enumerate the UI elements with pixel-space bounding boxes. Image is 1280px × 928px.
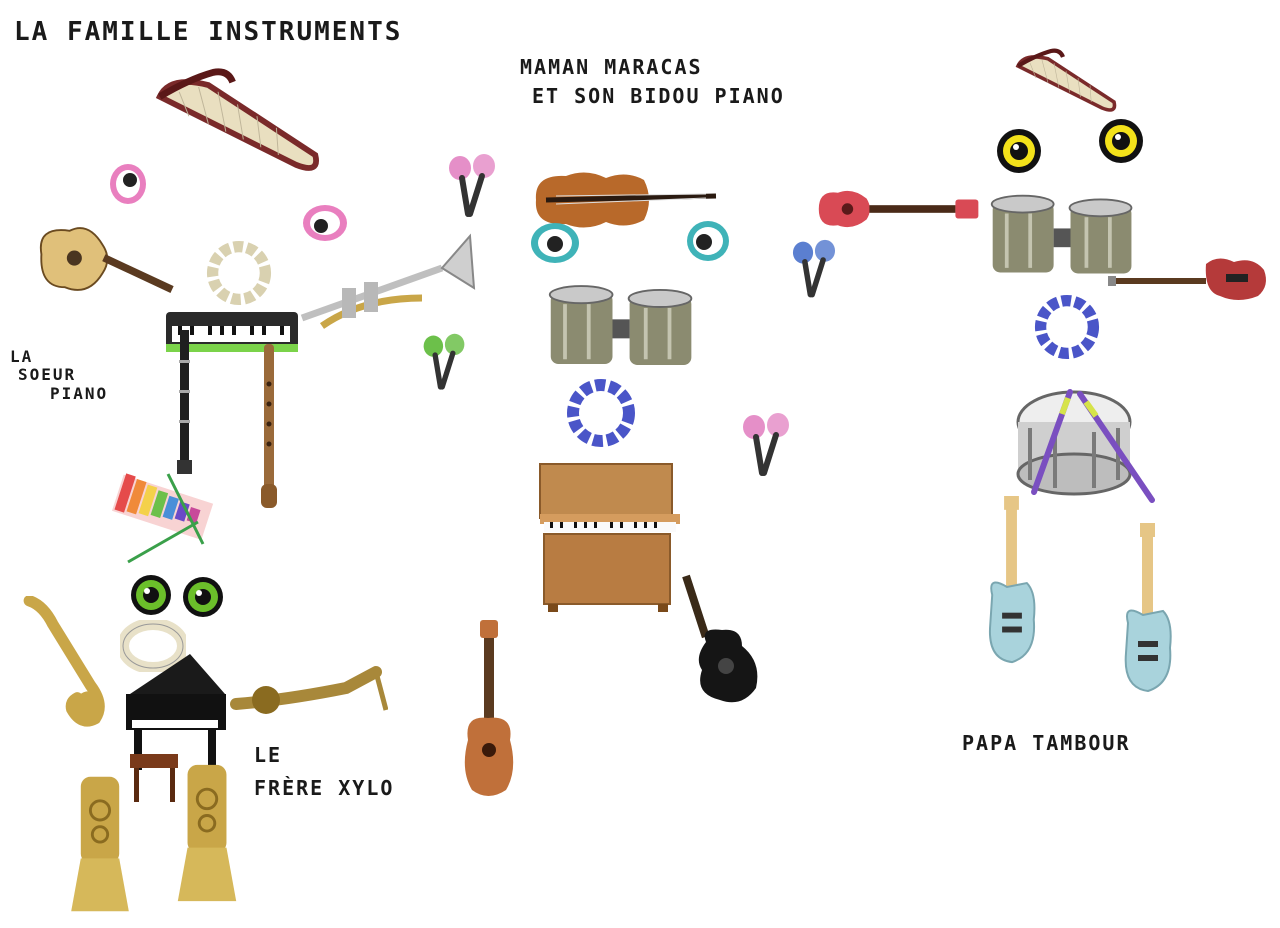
upright-piano: [539, 463, 680, 612]
title-text: LA FAMILLE INSTRUMENTS: [14, 17, 403, 47]
soeur-piano-label: LA SOEUR PIANO: [10, 347, 109, 403]
acoustic-guitar-black: [682, 574, 758, 703]
xylophone: [111, 473, 214, 564]
keyboard-left: [166, 312, 298, 352]
recorder: [261, 344, 277, 508]
maman-maracas-label: MAMAN MARACAS ET SON BIDOU PIANO: [520, 56, 785, 108]
papa-tambour-label: PAPA TAMBOUR: [962, 732, 1131, 755]
electric-guitar-blue-left: [982, 496, 1042, 674]
maracas-pink-top: [442, 152, 502, 222]
eye-teal-right: [687, 221, 729, 261]
electric-guitar-blue-right: [1118, 522, 1178, 704]
tuba-right: [176, 760, 238, 906]
eye-pink-left: [110, 164, 146, 204]
tambourine-blue-right: [1030, 294, 1104, 360]
eye-green-left: [131, 575, 171, 615]
frere-xylo-label: LE FRÈRE XYLO: [254, 744, 394, 800]
maracas-multi-left: [416, 332, 472, 394]
maracas-pink-middle: [736, 410, 796, 482]
bongos-middle: [546, 282, 698, 370]
saxophone-left: [12, 596, 122, 728]
acoustic-guitar-left: [32, 204, 192, 314]
eye-green-right: [183, 577, 223, 617]
tambourine-blue-middle: [566, 378, 636, 448]
tuba-left: [70, 772, 130, 916]
tambourine-cream: [120, 620, 186, 672]
maracas-multi-right: [786, 238, 842, 302]
saxophone-right: [230, 666, 388, 714]
snare-drum: [1016, 389, 1155, 503]
electric-guitar-red: [1108, 258, 1266, 300]
ukulele-standing: [464, 620, 514, 796]
tambourine-white: [204, 240, 274, 306]
clarinet: [177, 330, 192, 474]
frere-line-1: LE: [254, 743, 283, 767]
ukulele-red: [814, 184, 986, 234]
eye-teal-left: [531, 223, 579, 263]
grand-piano: [126, 654, 226, 802]
eye-yellow-right: [1099, 119, 1143, 163]
harp-right: [972, 48, 1160, 114]
papa-text: PAPA TAMBOUR: [962, 731, 1131, 755]
soeur-line-3: PIANO: [50, 383, 109, 403]
maman-line-1: MAMAN MARACAS: [520, 55, 703, 79]
soeur-line-2: SOEUR: [18, 365, 77, 385]
frere-line-2: FRÈRE XYLO: [254, 776, 395, 800]
page-title: LA FAMILLE INSTRUMENTS: [14, 17, 403, 48]
maman-line-2: ET SON BIDOU PIANO: [532, 84, 785, 108]
soeur-line-1: LA: [10, 347, 34, 366]
eye-pink-right: [303, 205, 347, 241]
cello: [535, 172, 717, 228]
harp-left: [150, 66, 325, 176]
trumpet: [300, 233, 476, 329]
eye-yellow-left: [997, 129, 1041, 173]
